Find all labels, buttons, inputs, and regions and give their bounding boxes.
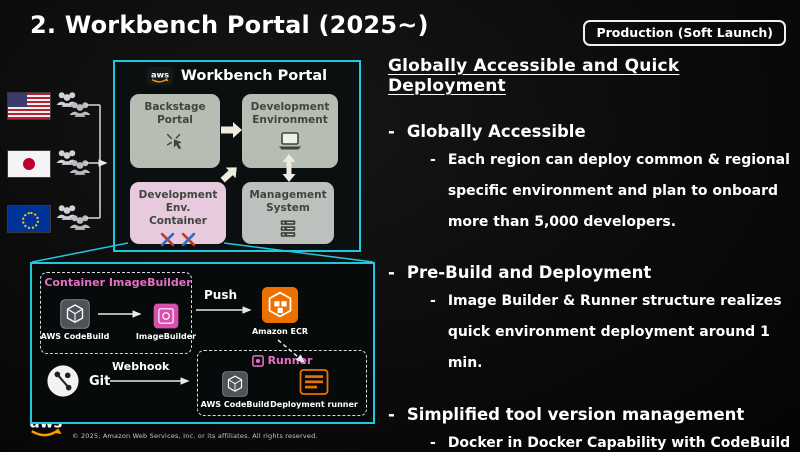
bullet-marker: - (388, 122, 395, 141)
service-label: Deployment runner (270, 400, 358, 409)
amazon-ecr-icon (261, 286, 299, 324)
build-pipeline-diagram: Container ImageBuilder AWS CodeBuild Ima… (30, 262, 375, 424)
bullet-label: Globally Accessible (406, 122, 586, 141)
codebuild-service: AWS CodeBuild (40, 299, 110, 341)
imagebuilder-service: ImageBuilder (136, 303, 196, 341)
group-title: Container ImageBuilder (41, 276, 191, 289)
group-title-text: Runner (267, 354, 313, 367)
sub-bullet: - Image Builder & Runner structure reali… (388, 286, 794, 378)
user-group-icon (69, 160, 91, 175)
bullet-pre-build-deployment: - Pre-Build and Deployment (388, 263, 794, 282)
node-label: Backstage Portal (144, 101, 206, 126)
bullet-label: Simplified tool version management (406, 404, 745, 424)
node-label: Development Environment (250, 101, 330, 126)
image-builder-icon (153, 303, 179, 329)
bullet-marker: - (388, 404, 395, 424)
sub-bullet: - Each region can deploy common & region… (388, 145, 794, 237)
runner-mini-icon (251, 354, 264, 367)
git-source: Git (46, 364, 110, 398)
container-imagebuilder-group: Container ImageBuilder AWS CodeBuild Ima… (40, 272, 196, 354)
service-label: Amazon ECR (251, 327, 309, 336)
bullet-marker: - (430, 434, 436, 451)
arrow-right-icon (221, 122, 242, 138)
node-label: Management System (249, 189, 327, 214)
user-group-icon (69, 215, 91, 230)
laptop-icon (277, 131, 303, 151)
codebuild-service: AWS CodeBuild (201, 371, 269, 409)
node-management-system: Management System (242, 182, 334, 244)
bullet-marker: - (430, 293, 436, 310)
sub-bullet: - Docker in Docker Capability with CodeB… (388, 428, 794, 452)
japan-flag-icon (8, 151, 50, 177)
eu-users (55, 203, 93, 235)
region-row-japan (8, 148, 93, 180)
eu-flag-icon (8, 206, 50, 232)
cursor-click-icon (164, 131, 186, 153)
amazon-ecr-service: Amazon ECR (246, 286, 314, 336)
page-title: 2. Workbench Portal (2025~) (30, 11, 429, 39)
server-stack-icon (277, 219, 299, 239)
service-label: AWS CodeBuild (200, 400, 270, 409)
sub-bullet-text: Image Builder & Runner structure realize… (447, 293, 782, 371)
git-label: Git (89, 373, 111, 389)
runner-group: Runner AWS CodeBuild Deployment runner (197, 350, 367, 416)
user-group-icon (56, 150, 78, 165)
sub-bullet-text: Docker in Docker Capability with CodeBui… (447, 434, 791, 451)
portal-header: aws Workbench Portal (115, 67, 359, 85)
crossed-tools-icon (159, 231, 197, 248)
right-panel: Globally Accessible and Quick Deployment… (388, 56, 794, 452)
portal-title: Workbench Portal (180, 68, 328, 84)
aws-codebuild-icon (60, 299, 90, 329)
bullet-simplified-tool-version: - Simplified tool version management (388, 405, 794, 424)
service-label: ImageBuilder (135, 332, 197, 341)
workbench-portal-diagram: aws Workbench Portal Backstage Portal De… (113, 60, 361, 252)
aws-logo-icon: aws (146, 67, 173, 85)
us-flag-icon (8, 93, 50, 119)
node-backstage-portal: Backstage Portal (130, 94, 220, 168)
arrow-diagonal-icon (220, 167, 237, 183)
region-row-us (8, 90, 93, 122)
node-label: Development Env. Container (138, 189, 218, 227)
aws-codebuild-icon (222, 371, 248, 397)
us-users (55, 90, 93, 122)
user-group-icon (69, 102, 91, 117)
group-title: Runner (198, 354, 366, 367)
deployment-runner-service: Deployment runner (270, 367, 358, 409)
region-row-eu (8, 203, 93, 235)
bullet-marker: - (430, 152, 436, 168)
bullet-marker: - (388, 263, 395, 283)
arrow-updown-icon (282, 154, 296, 182)
bullet-globally-accessible: - Globally Accessible (388, 122, 794, 141)
deployment-runner-icon (299, 369, 329, 395)
git-icon (47, 365, 79, 397)
aws-logo-text: aws (151, 69, 169, 79)
production-status-badge: Production (Soft Launch) (583, 20, 786, 46)
node-development-environment: Development Environment (242, 94, 338, 168)
node-development-env-container: Development Env. Container (130, 182, 226, 247)
panel-heading: Globally Accessible and Quick Deployment (388, 56, 680, 96)
group-title-text: Container ImageBuilder (44, 276, 192, 289)
japan-users (55, 148, 93, 180)
service-label: AWS CodeBuild (40, 332, 110, 341)
webhook-label: Webhook (112, 360, 170, 373)
copyright-text: © 2025, Amazon Web Services, Inc. or its… (72, 432, 318, 440)
push-label: Push (204, 288, 238, 302)
sub-bullet-text: Each region can deploy common & regional… (447, 152, 790, 230)
user-group-icon (56, 92, 78, 107)
bullet-label: Pre-Build and Deployment (406, 263, 652, 283)
